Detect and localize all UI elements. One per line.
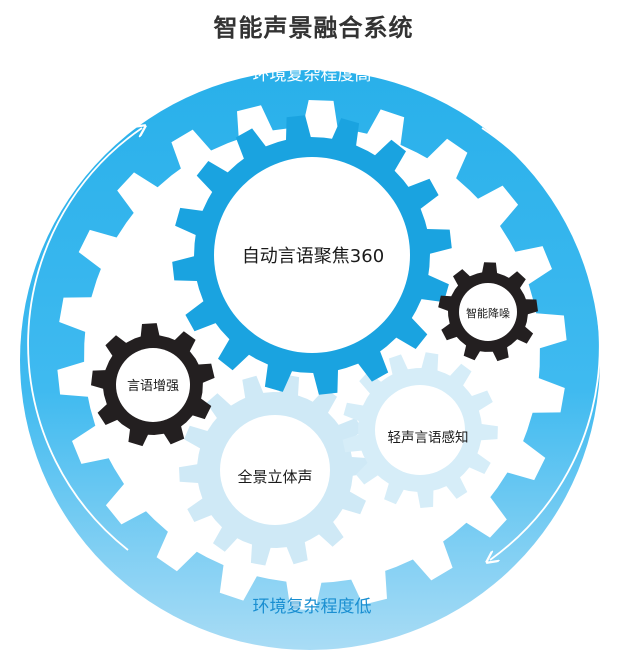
gear-surround: 全景立体声 xyxy=(179,374,371,566)
gear-main: 自动言语聚焦360 xyxy=(172,115,452,395)
right-cycle-arrow xyxy=(481,127,601,560)
gear-smart-noise-label: 智能降噪 xyxy=(466,306,510,320)
left-cycle-arrow xyxy=(27,128,142,551)
gear-light-speech: 轻声言语感知 xyxy=(342,352,498,508)
gear-main-label: 自动言语聚焦360 xyxy=(242,246,384,267)
ring-bottom-label: 环境复杂程度低 xyxy=(253,597,372,617)
gear-speech-enhance: 言语增强 xyxy=(91,323,215,447)
gear-speech-enhance-label: 言语增强 xyxy=(127,379,179,394)
diagram-title: 智能声景融合系统 xyxy=(213,14,414,42)
gear-light-speech-label: 轻声言语感知 xyxy=(388,429,469,446)
gear-surround-label: 全景立体声 xyxy=(237,468,312,486)
gear-smart-noise: 智能降噪 xyxy=(438,262,538,362)
ring-top-label: 环境复杂程度高 xyxy=(253,65,372,85)
